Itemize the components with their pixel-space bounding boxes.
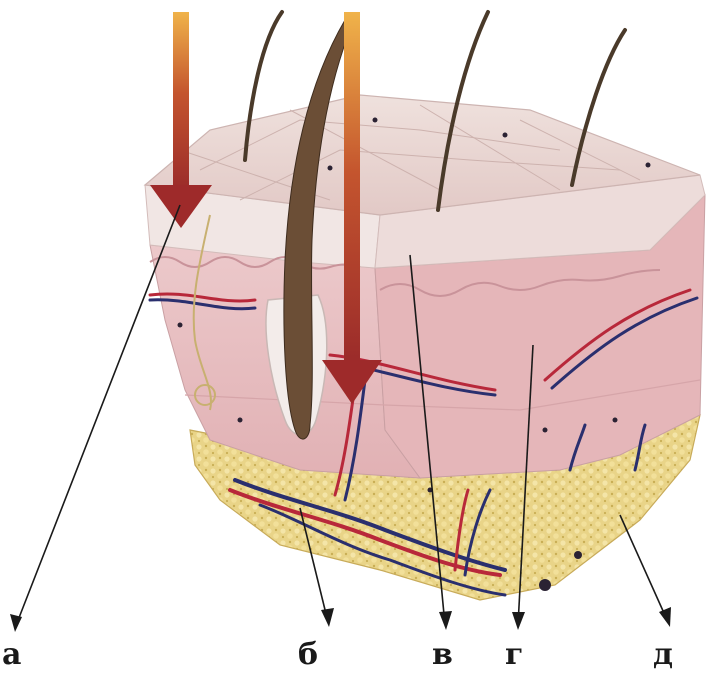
label-d: д <box>653 640 673 670</box>
label-a: а <box>2 640 21 670</box>
label-b: б <box>298 640 318 670</box>
label-g: г <box>505 640 523 670</box>
label-v: в <box>432 640 453 670</box>
pointer-arrowheads <box>10 607 671 632</box>
radiation-arrow-icon <box>150 12 212 228</box>
